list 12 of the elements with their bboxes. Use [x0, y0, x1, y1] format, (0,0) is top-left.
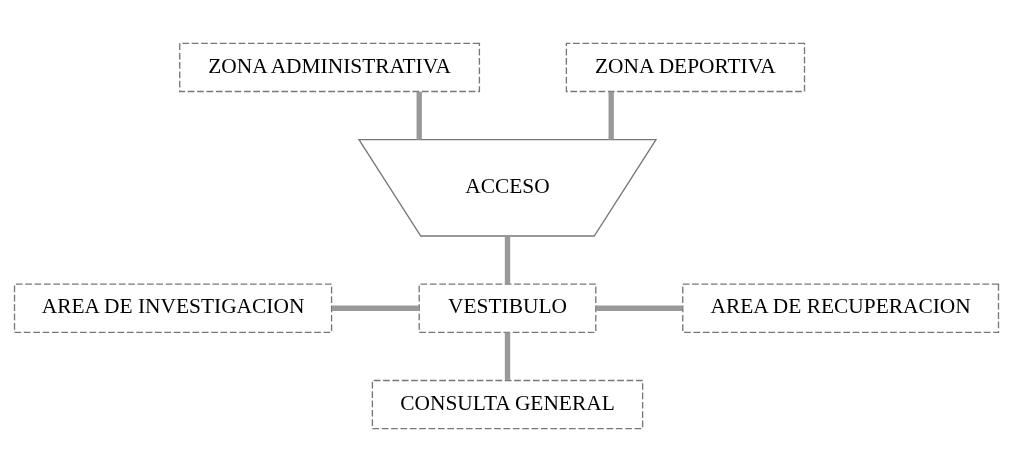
node-box: VESTIBULO: [418, 283, 597, 333]
connector: [595, 305, 683, 311]
connector: [331, 305, 420, 311]
node-box: AREA DE INVESTIGACION: [13, 283, 333, 333]
node-box: CONSULTA GENERAL: [371, 379, 644, 430]
node-box: ZONA DEPORTIVA: [565, 42, 806, 93]
node-box: AREA DE RECUPERACION: [682, 283, 1000, 333]
connector: [608, 91, 614, 140]
connector: [504, 332, 511, 380]
connector: [416, 91, 422, 140]
node-box: ZONA ADMINISTRATIVA: [179, 42, 481, 93]
connector: [504, 236, 511, 285]
